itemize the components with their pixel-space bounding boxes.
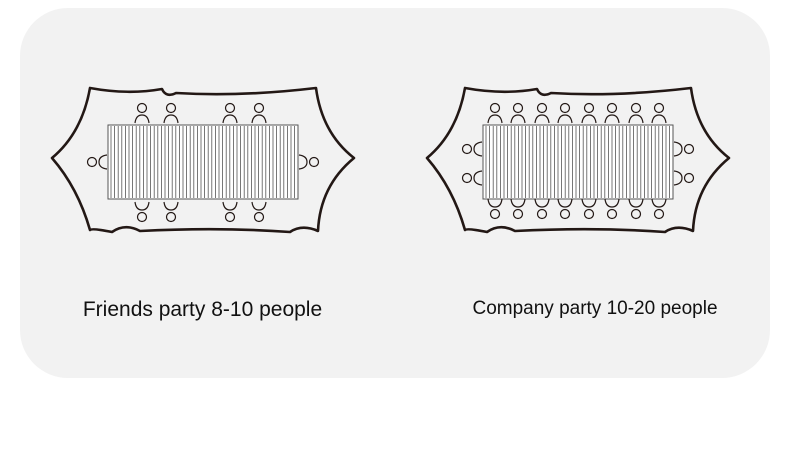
person-seat-icon <box>134 201 150 223</box>
friends-party-option: Friends party 8-10 people <box>20 8 395 378</box>
person-seat-icon <box>163 201 179 223</box>
person-seat-icon <box>222 102 238 124</box>
person-seat-icon <box>487 102 503 124</box>
person-seat-icon <box>651 198 667 220</box>
person-seat-icon <box>581 102 597 124</box>
person-seat-icon <box>534 102 550 124</box>
person-seat-icon <box>534 198 550 220</box>
layout-panel: Friends party 8-10 people Company party … <box>20 8 770 378</box>
company-party-option: Company party 10-20 people <box>395 8 770 378</box>
friends-party-diagram <box>50 86 356 234</box>
person-seat-icon <box>651 102 667 124</box>
room-outline-icon <box>50 86 356 234</box>
person-seat-icon <box>251 201 267 223</box>
table-icon <box>482 124 674 200</box>
person-seat-icon <box>222 201 238 223</box>
person-seat-icon <box>604 102 620 124</box>
table-icon <box>107 124 299 200</box>
person-seat-icon <box>298 154 320 170</box>
person-seat-icon <box>510 198 526 220</box>
person-seat-icon <box>673 141 695 157</box>
person-seat-icon <box>461 170 483 186</box>
person-seat-icon <box>581 198 597 220</box>
person-seat-icon <box>163 102 179 124</box>
person-seat-icon <box>510 102 526 124</box>
person-seat-icon <box>628 198 644 220</box>
person-seat-icon <box>604 198 620 220</box>
person-seat-icon <box>557 198 573 220</box>
person-seat-icon <box>487 198 503 220</box>
company-party-diagram <box>425 86 731 234</box>
person-seat-icon <box>628 102 644 124</box>
person-seat-icon <box>673 170 695 186</box>
person-seat-icon <box>134 102 150 124</box>
company-party-caption: Company party 10-20 people <box>472 298 718 319</box>
person-seat-icon <box>251 102 267 124</box>
person-seat-icon <box>86 154 108 170</box>
room-outline-icon <box>425 86 731 234</box>
person-seat-icon <box>557 102 573 124</box>
friends-party-caption: Friends party 8-10 people <box>82 298 323 321</box>
person-seat-icon <box>461 141 483 157</box>
